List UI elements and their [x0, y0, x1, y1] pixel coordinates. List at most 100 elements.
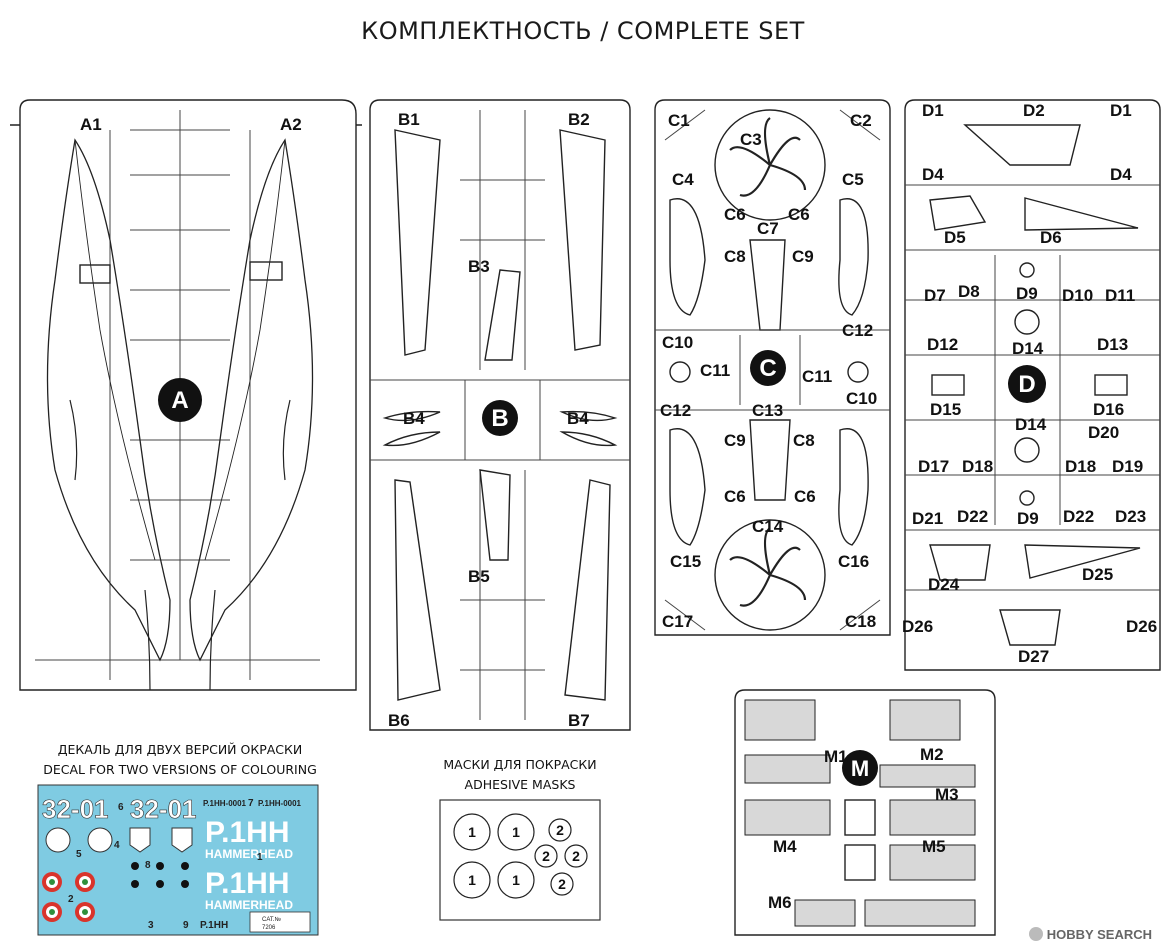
decal-number: 1	[257, 852, 263, 863]
part-label: B1	[398, 110, 420, 129]
decal-model-sub-2: HAMMERHEAD	[205, 898, 293, 912]
part-label: D13	[1097, 335, 1128, 354]
part-label: C4	[672, 170, 694, 189]
part-label: D8	[958, 282, 980, 301]
part-label: D27	[1018, 647, 1049, 666]
part-label: D11	[1105, 286, 1135, 305]
part-label: A2	[280, 115, 302, 134]
part-label: C5	[842, 170, 864, 189]
part-label: D6	[1040, 228, 1062, 247]
masks-sheet: 1 1 2 2 2 1 1 2	[439, 799, 601, 921]
part-label: C13	[752, 401, 783, 420]
part-label: C7	[757, 219, 779, 238]
part-label: D12	[927, 335, 958, 354]
part-label: M6	[768, 893, 792, 912]
shield-emblem-icon	[129, 827, 151, 853]
part-label: D4	[1110, 165, 1132, 184]
watermark-text: HOBBY SEARCH	[1046, 927, 1152, 942]
decal-code-2: P.1HH-0001	[258, 799, 302, 808]
part-label: B3	[468, 257, 490, 276]
sprue-b	[369, 99, 631, 731]
decal-number: 5	[76, 849, 82, 860]
sprue-m	[734, 689, 996, 936]
decal-number: 8	[145, 860, 151, 871]
part-label: M3	[935, 785, 959, 804]
part-label: D23	[1115, 507, 1146, 526]
decal-number: 6	[118, 802, 124, 813]
part-label: C2	[850, 111, 872, 130]
part-label: C6	[724, 205, 746, 224]
mask-number: 1	[468, 872, 476, 888]
part-label: D9	[1016, 284, 1038, 303]
part-label: C8	[724, 247, 746, 266]
part-label: D7	[924, 286, 946, 305]
part-label: D17	[918, 457, 949, 476]
decal-number: 2	[68, 894, 74, 905]
part-label: B4	[567, 409, 589, 428]
decal-number: 4	[114, 840, 120, 851]
decal-caption-en: DECAL FOR TWO VERSIONS OF COLOURING	[43, 762, 317, 777]
part-label: B5	[468, 567, 490, 586]
decal-model-sub: HAMMERHEAD	[205, 847, 293, 861]
part-label: D16	[1093, 400, 1124, 419]
decal-serial-left: 32-01	[42, 794, 109, 824]
part-label: D18	[962, 457, 993, 476]
decal-number: 7	[248, 798, 254, 809]
decal-caption-ru: ДЕКАЛЬ ДЛЯ ДВУХ ВЕРСИЙ ОКРАСКИ	[57, 742, 303, 757]
part-label: C15	[670, 552, 701, 571]
sprue-c-badge: C	[759, 355, 776, 382]
decal-model-name: P.1HH	[205, 816, 290, 849]
part-label: M4	[773, 837, 797, 856]
decal-footer-cat: 7206	[262, 925, 276, 931]
part-label: C11	[802, 367, 832, 386]
part-label: C8	[793, 431, 815, 450]
part-label: C6	[794, 487, 816, 506]
part-label: C6	[788, 205, 810, 224]
decal-model-name-2: P.1HH	[205, 867, 290, 900]
decal-code-1: P.1HH-0001	[203, 799, 247, 808]
decal-number: 3	[148, 920, 154, 931]
part-label: D14	[1012, 339, 1044, 358]
part-label: C9	[792, 247, 814, 266]
mask-number: 2	[558, 876, 566, 892]
mask-number: 1	[512, 872, 520, 888]
part-label: D10	[1062, 286, 1093, 305]
part-label: D20	[1088, 423, 1119, 442]
part-label: B2	[568, 110, 590, 129]
part-label: D9	[1017, 509, 1039, 528]
part-label: D4	[922, 165, 944, 184]
decal-dots	[131, 862, 189, 888]
part-label: C16	[838, 552, 869, 571]
part-label: D2	[1023, 101, 1045, 120]
mask-number: 2	[556, 822, 564, 838]
masks-caption-en: ADHESIVE MASKS	[464, 777, 576, 792]
part-label: D1	[1110, 101, 1132, 120]
decal-caption: ДЕКАЛЬ ДЛЯ ДВУХ ВЕРСИЙ ОКРАСКИ DECAL FOR…	[20, 740, 340, 780]
part-label: C11	[700, 361, 730, 380]
mask-number: 2	[572, 848, 580, 864]
part-label: D18	[1065, 457, 1096, 476]
masks-caption: МАСКИ ДЛЯ ПОКРАСКИ ADHESIVE MASKS	[400, 755, 640, 795]
part-label: D22	[957, 507, 988, 526]
sprue-a	[10, 99, 362, 691]
part-label: C9	[724, 431, 746, 450]
part-label: C10	[846, 389, 877, 408]
part-label: M5	[922, 837, 946, 856]
part-label: M1	[824, 747, 848, 766]
decal-footer-cat-label: CAT.№	[262, 916, 281, 923]
decal-footer-model: P.1HH	[200, 920, 228, 931]
part-label: D19	[1112, 457, 1143, 476]
part-label: D15	[930, 400, 961, 419]
part-label: D25	[1082, 565, 1113, 584]
sprue-d-badge: D	[1018, 371, 1035, 398]
part-label: D24	[928, 575, 960, 594]
shield-emblem-icon	[171, 827, 193, 853]
part-label: C12	[842, 321, 873, 340]
watermark: HOBBY SEARCH	[1028, 927, 1152, 942]
part-label: A1	[80, 115, 102, 134]
part-label: C14	[752, 517, 784, 536]
part-label: D26	[1126, 617, 1157, 636]
hobby-search-logo-icon	[1028, 927, 1043, 941]
mask-number: 1	[468, 824, 476, 840]
